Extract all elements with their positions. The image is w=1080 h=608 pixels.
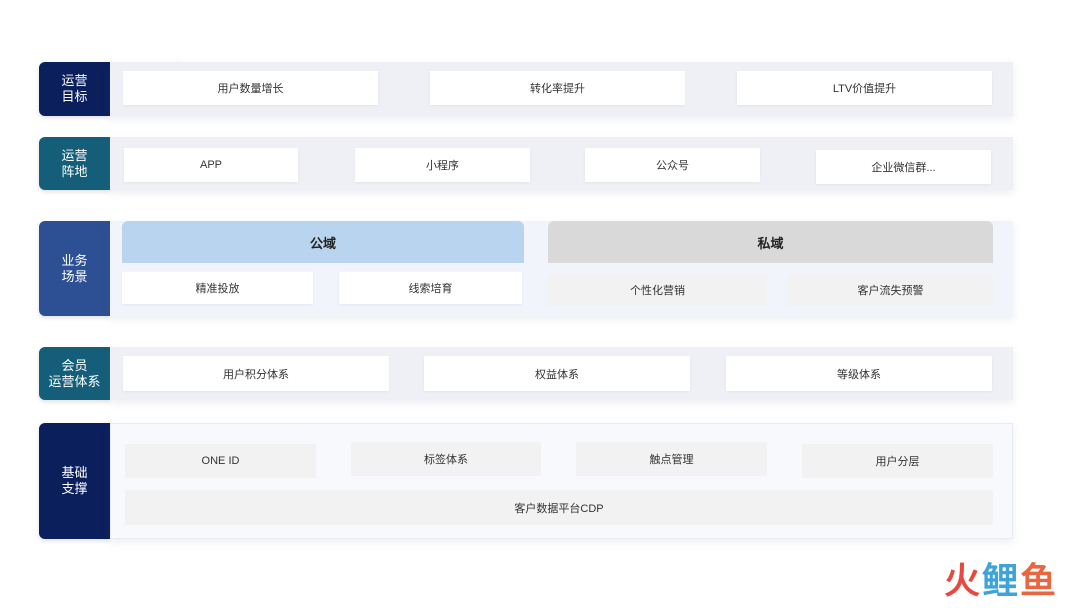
row-membership: 用户积分体系 权益体系 等级体系 <box>110 347 1013 400</box>
row-label-scenarios-line2: 场景 <box>61 268 88 284</box>
row-label-channels-line2: 阵地 <box>61 163 88 179</box>
row-label-channels: 运营 阵地 <box>39 137 110 190</box>
row-label-foundation-line1: 基础 <box>61 465 88 480</box>
goal-item: LTV价值提升 <box>737 71 992 105</box>
public-scenario-item: 线索培育 <box>339 272 522 304</box>
private-domain-header: 私域 <box>548 221 993 263</box>
foundation-item: 触点管理 <box>576 442 767 476</box>
public-scenario-item: 精准投放 <box>122 272 313 304</box>
channel-item: 小程序 <box>355 148 530 182</box>
logo-char: 鱼 <box>1019 561 1058 602</box>
goal-item: 用户数量增长 <box>123 71 378 105</box>
row-label-scenarios: 业务 场景 <box>39 221 110 316</box>
public-domain-header: 公域 <box>122 221 524 263</box>
private-scenario-item: 个性化营销 <box>548 274 767 306</box>
row-label-goals: 运营 目标 <box>39 62 110 116</box>
row-label-membership: 会员 运营体系 <box>39 347 110 400</box>
membership-item: 用户积分体系 <box>123 356 389 391</box>
row-label-membership-line1: 会员 <box>61 357 88 373</box>
row-label-goals-line1: 运营 <box>61 73 88 88</box>
row-label-channels-line1: 运营 <box>61 147 88 163</box>
row-goals: 用户数量增长 转化率提升 LTV价值提升 <box>110 62 1013 116</box>
goal-item: 转化率提升 <box>430 71 685 105</box>
foundation-item: 用户分层 <box>802 444 993 478</box>
cdp-platform: 客户数据平台CDP <box>125 490 993 525</box>
row-label-foundation: 基础 支撑 <box>39 423 110 539</box>
membership-item: 等级体系 <box>726 356 992 391</box>
channel-item: APP <box>124 148 298 182</box>
membership-item: 权益体系 <box>424 356 690 391</box>
row-label-goals-line2: 目标 <box>61 89 88 104</box>
channel-item: 企业微信群... <box>816 150 991 184</box>
row-label-membership-line2: 运营体系 <box>48 373 101 389</box>
foundation-item: 标签体系 <box>351 442 541 476</box>
private-scenario-item: 客户流失预警 <box>788 274 993 306</box>
logo-char: 鲤 <box>981 561 1020 602</box>
brand-logo: 火鲤鱼 <box>944 552 1058 604</box>
row-channels: APP 小程序 公众号 企业微信群... <box>110 137 1013 190</box>
row-foundation: ONE ID 标签体系 触点管理 用户分层 客户数据平台CDP <box>110 423 1013 539</box>
foundation-item: ONE ID <box>125 444 316 478</box>
row-label-scenarios-line1: 业务 <box>61 252 88 268</box>
row-label-foundation-line2: 支撑 <box>61 481 88 496</box>
logo-char: 火 <box>943 561 982 602</box>
row-scenarios: 公域 私域 精准投放 线索培育 个性化营销 客户流失预警 <box>110 221 1013 316</box>
channel-item: 公众号 <box>585 148 760 182</box>
